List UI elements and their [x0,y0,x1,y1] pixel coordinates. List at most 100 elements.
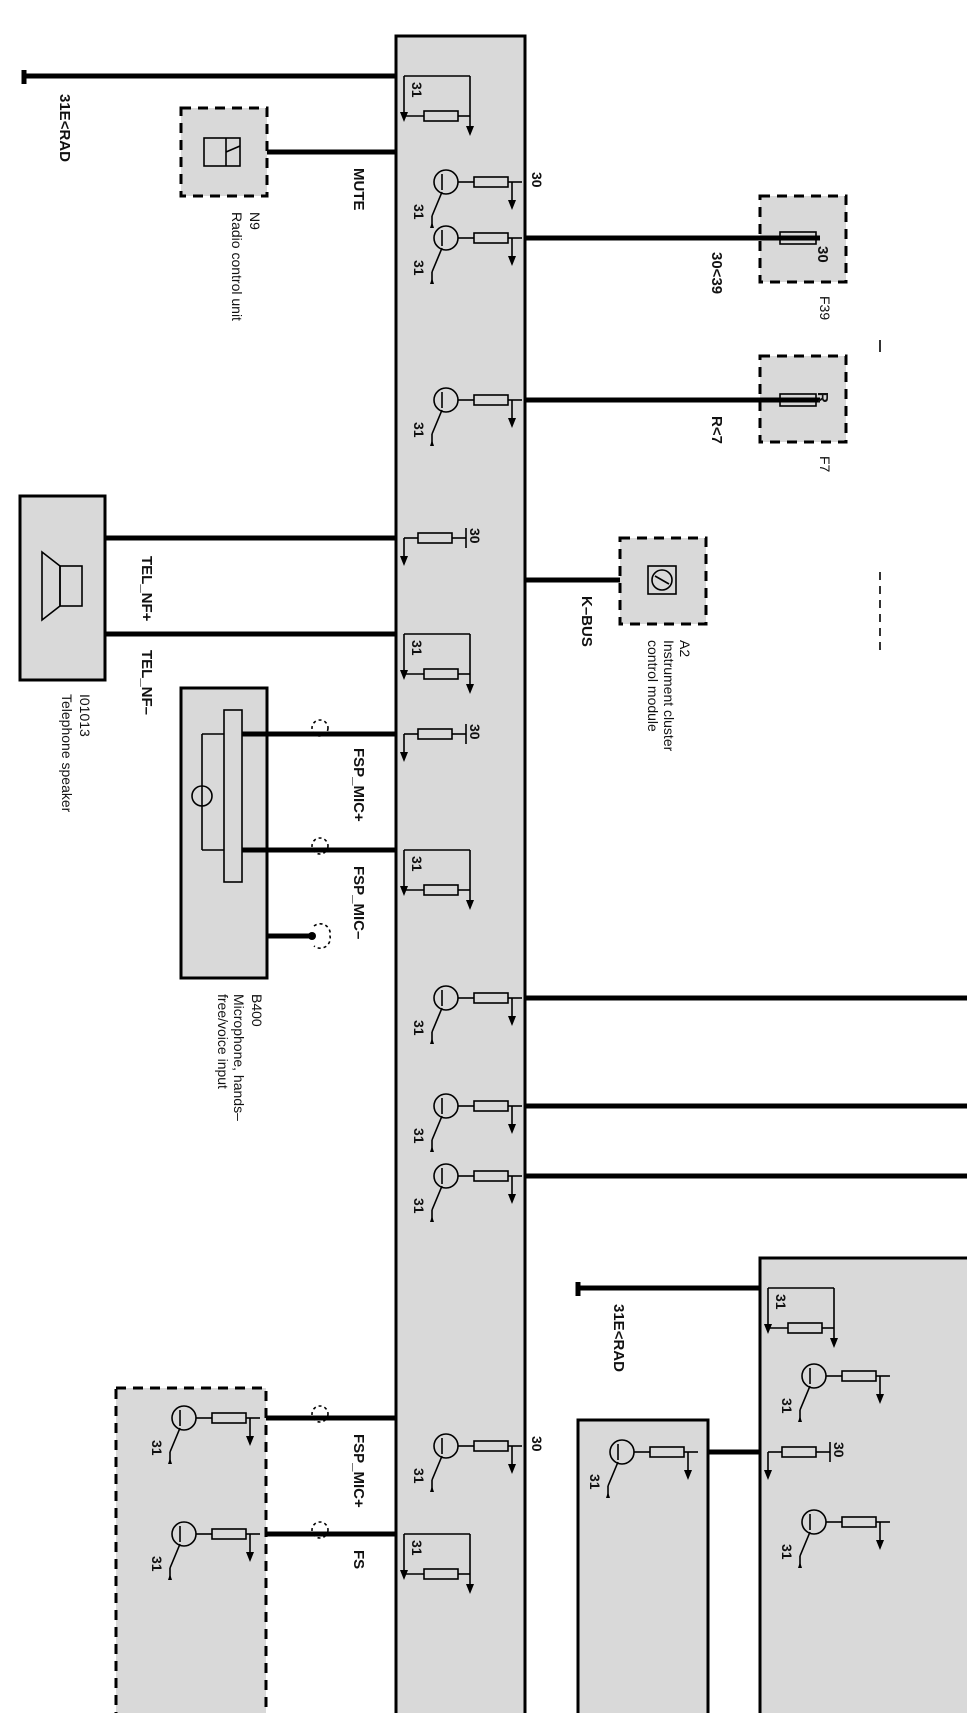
f39-code: F39 [817,296,833,320]
pin-31: 31 [779,1544,795,1560]
ground-arrow [466,126,474,136]
pin-31: 31 [409,82,425,98]
pin-31: 31 [779,1398,795,1414]
b400-code: B400 [249,994,265,1027]
stage-line [607,1461,619,1487]
stage-line [431,1007,443,1033]
shield-arc [313,923,332,949]
pin-30: 30 [529,172,545,188]
label-31e-rad-bottom: 31E<RAD [610,1304,627,1372]
ground-arrow [430,1216,434,1222]
ground-arrow [798,1416,802,1422]
radio-icon [203,137,241,167]
ground-arrow [466,684,474,694]
fuse-icon [779,231,817,245]
ground-arrow [400,670,408,680]
shield-circle [311,719,329,737]
bottom-middle-module [576,1418,710,1713]
label-fsp-mic-minus: FSP_MIC– [350,866,367,939]
pin-31: 31 [149,1556,165,1572]
microphone-icon [191,709,243,883]
f7-pin: R [814,392,831,403]
pin-30: 30 [467,724,483,740]
speaker-icon [41,550,83,622]
bottom-left-module [114,1386,268,1713]
pin-31: 31 [411,260,427,276]
n9-code: N9 [247,212,263,230]
label-fsp-mic-plus: FSP_MIC+ [350,748,367,822]
a2-name-line2: control module [645,640,661,732]
ground-arrow [430,1038,434,1044]
ground-arrow [508,200,516,210]
b400-name-line2: free/voice input [215,994,231,1089]
pin-30: 30 [831,1442,847,1458]
ground-arrow [466,900,474,910]
ground-arrow [246,1436,254,1446]
pin-30: 30 [467,528,483,544]
shield-circle [311,837,329,855]
stage-line [431,409,443,435]
pin-31: 31 [409,856,425,872]
n9-radio-control-unit [179,106,269,198]
stage-line [431,191,443,217]
shield-circle [311,1521,329,1539]
ground-arrow [168,1458,172,1464]
stage-line [431,1185,443,1211]
label-k-bus: K–BUS [578,596,595,647]
pin-31: 31 [409,1540,425,1556]
ground-arrow [508,418,516,428]
label-r-7: R<7 [708,416,725,444]
label-fsp-cut: FS [350,1550,367,1569]
pin-31: 31 [411,1198,427,1214]
ground-arrow [400,556,408,566]
pin-31: 31 [411,1020,427,1036]
label-fsp-mic-plus-2: FSP_MIC+ [350,1434,367,1508]
ground-arrow [684,1470,692,1480]
label-mute: MUTE [350,168,367,211]
ground-arrow [400,112,408,122]
pin-31: 31 [411,1128,427,1144]
ground-arrow [508,1194,516,1204]
fuse-icon [779,393,817,407]
ground-arrow [400,752,408,762]
ground-arrow [466,1584,474,1594]
ground-arrow [508,256,516,266]
label-tel-nf-plus: TEL_NF+ [138,556,155,622]
stage-line [169,1427,181,1453]
shield-node [308,932,316,940]
stage-line [431,1455,443,1481]
ground-arrow [168,1574,172,1580]
label-tel-nf-minus: TEL_NF– [138,650,155,715]
n9-name: Radio control unit [229,212,245,321]
ground-arrow [400,886,408,896]
ground-arrow [430,440,434,446]
i01013-name: Telephone speaker [59,694,75,813]
ground-arrow [764,1470,772,1480]
stage-line [431,1115,443,1141]
f39-pin: 30 [814,246,831,263]
pin-31: 31 [149,1440,165,1456]
stage-line [799,1385,811,1411]
a2-code: A2 [677,640,693,657]
a2-name-line1: Instrument cluster [661,640,677,752]
ground-arrow [764,1324,772,1334]
ground-arrow [876,1394,884,1404]
label-31e-rad-top: 31E<RAD [56,94,73,162]
shield-circle [311,1405,329,1423]
internal-stages: 3131303131303130313131313130313131313130… [149,75,890,1594]
b400-name-line1: Microphone, hands– [231,994,247,1121]
stage-line [431,247,443,273]
ground-arrow [430,1486,434,1492]
ground-arrow [508,1124,516,1134]
ground-arrow [430,278,434,284]
pin-31: 31 [411,422,427,438]
ground-arrow [246,1552,254,1562]
i01013-telephone-speaker [18,494,107,682]
pin-31: 31 [411,204,427,220]
pin-30: 30 [529,1436,545,1452]
stage-line [799,1531,811,1557]
ground-arrow [508,1016,516,1026]
label-30-39: 30<39 [708,252,725,294]
